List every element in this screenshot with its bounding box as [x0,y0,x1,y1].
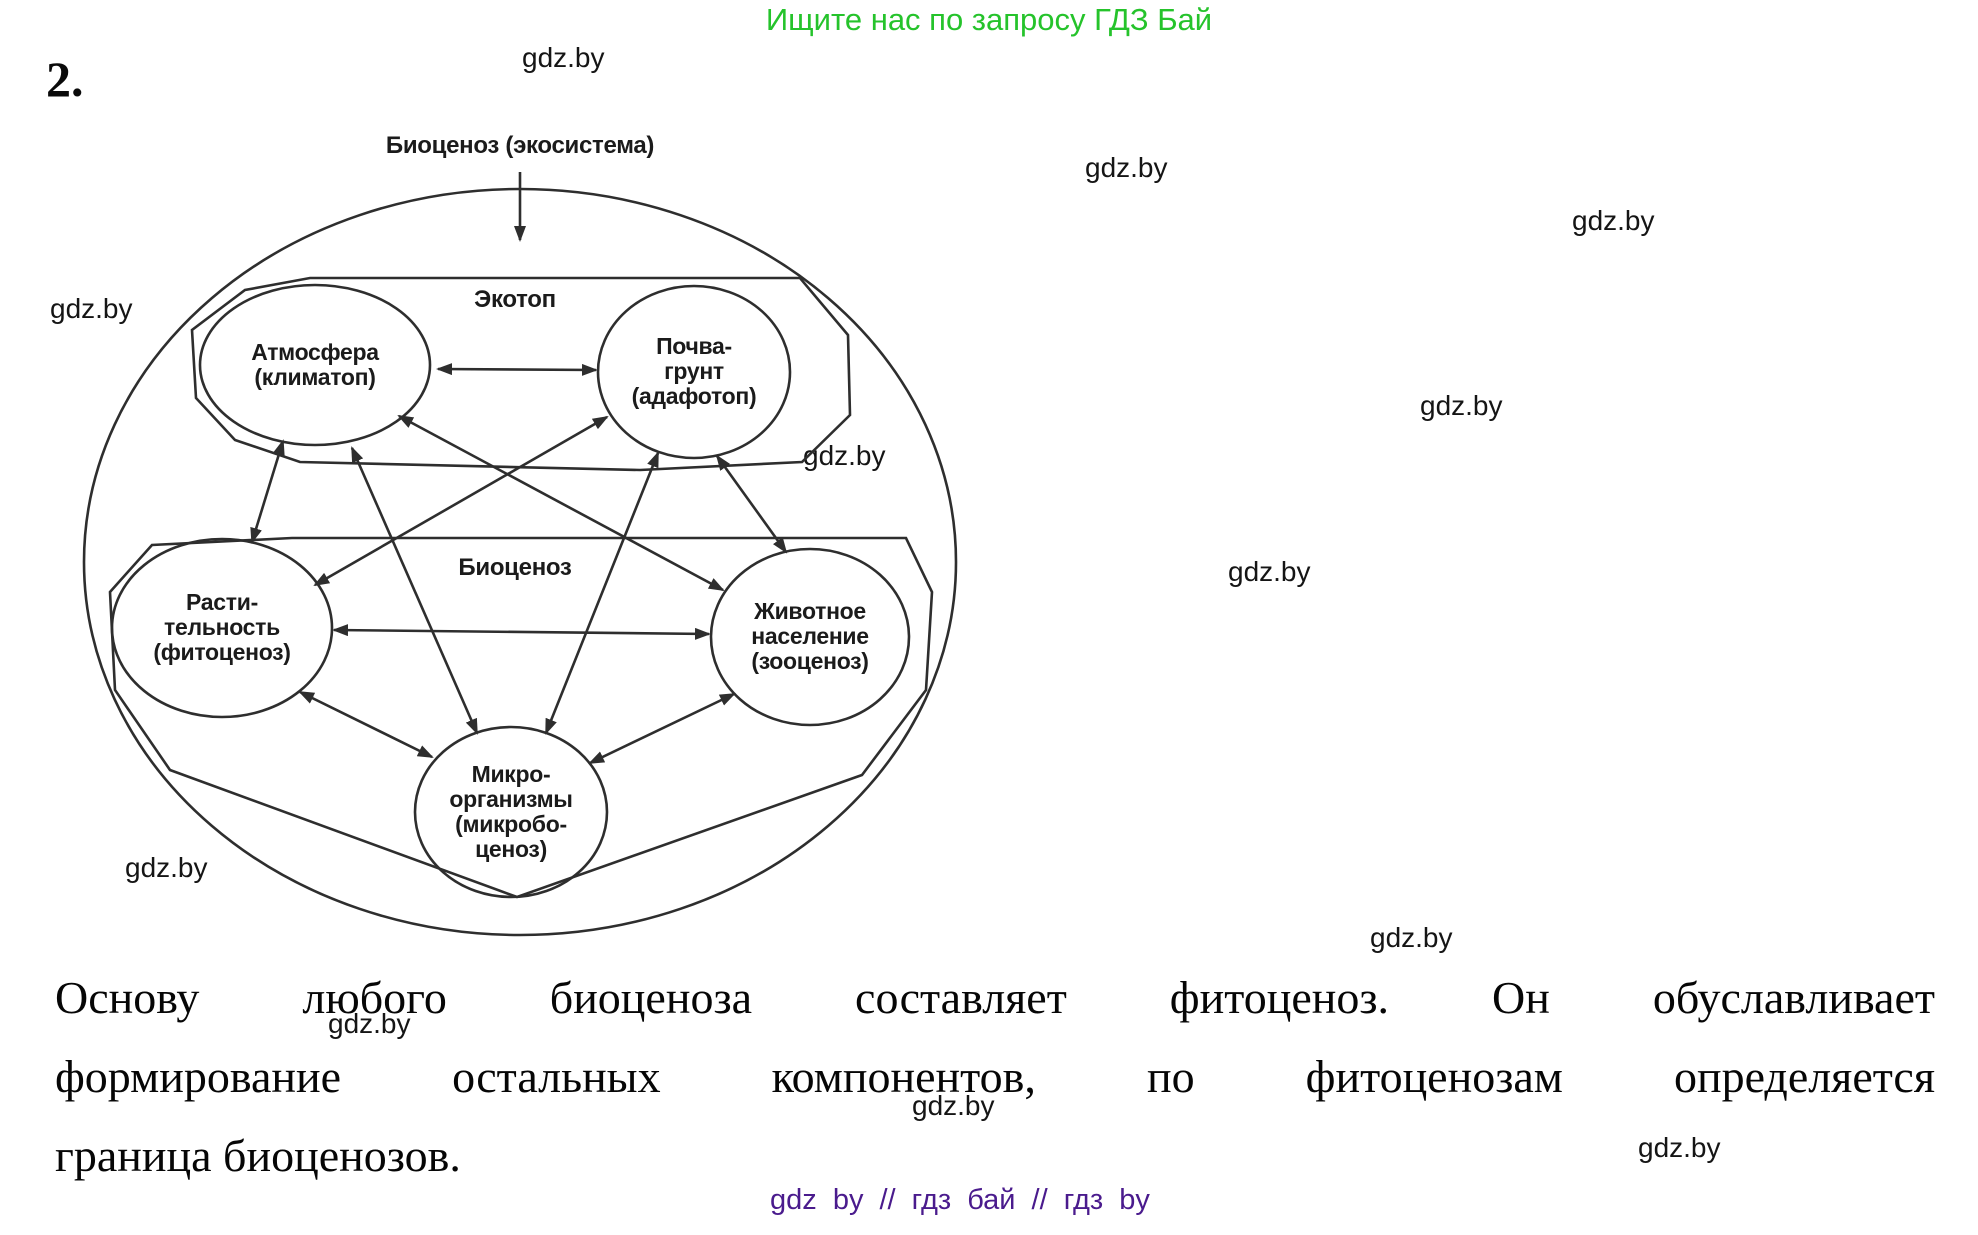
watermark: gdz.by [1638,1132,1721,1163]
node-atmosphere-line: Атмосфера [251,339,379,365]
node-soil-ground-line: грунт [664,358,724,384]
watermark: gdz.by [803,440,886,471]
node-atmosphere-line: (климатоп) [254,364,376,390]
node-microorganisms-line: Микро- [471,761,551,787]
watermark: gdz.by [1420,390,1503,421]
node-animal-population-circle [711,549,909,725]
node-vegetation-line: тельность [164,614,280,640]
watermark: gdz.by [50,293,133,324]
watermark: gdz.by [1085,152,1168,183]
diagram-title: Биоценоз (экосистема) [385,132,655,159]
node-soil-ground-line: Почва- [656,333,732,359]
watermark: gdz.by [912,1090,995,1121]
node-microorganisms-label: Микро- организмы (микробо- ценоз) [411,762,611,862]
watermark: gdz.by [1370,922,1453,953]
node-microorganisms-circle [415,727,607,897]
node-microorganisms-line: организмы [449,786,573,812]
watermark: gdz.by [1572,205,1655,236]
node-vegetation-line: (фитоценоз) [153,639,291,665]
footer-text: gdz by // гдз бай // гдз by [770,1184,1150,1216]
node-microorganisms-line: ценоз) [475,836,547,862]
region-label-biocenosis: Биоценоз [458,554,572,581]
interaction-arrows [250,363,788,763]
watermark: gdz.by [522,42,605,73]
answer-line: Основу любого биоценоза составляет фитоц… [55,972,1935,1023]
watermark: gdz.by [328,1008,411,1039]
watermark: gdz.by [125,852,208,883]
answer-line: граница биоценозов. [55,1130,461,1181]
task-number: 2. [46,51,84,107]
node-animal-population-label: Животное население (зооценоз) [700,599,920,674]
node-animal-population-line: население [751,623,869,649]
banner-text: Ищите нас по запросу ГДЗ Бай [765,2,1213,37]
node-soil-ground-line: (адафотоп) [631,383,757,409]
node-atmosphere-label: Атмосфера (климатоп) [205,340,425,390]
node-vegetation-label: Расти- тельность (фитоценоз) [112,590,332,665]
answer-paragraph: Основу любого биоценоза составляет фитоц… [55,958,1935,1195]
node-soil-ground-label: Почва- грунт (адафотоп) [604,334,784,409]
region-label-ecotope: Экотоп [474,286,556,313]
node-vegetation-circle [112,539,332,717]
node-vegetation-line: Расти- [186,589,258,615]
watermark: gdz.by [1228,556,1311,587]
answer-line: формирование остальных компонентов, по ф… [55,1051,1935,1102]
node-microorganisms-line: (микробо- [455,811,567,837]
node-animal-population-line: Животное [754,598,866,624]
node-animal-population-line: (зооценоз) [751,648,869,674]
